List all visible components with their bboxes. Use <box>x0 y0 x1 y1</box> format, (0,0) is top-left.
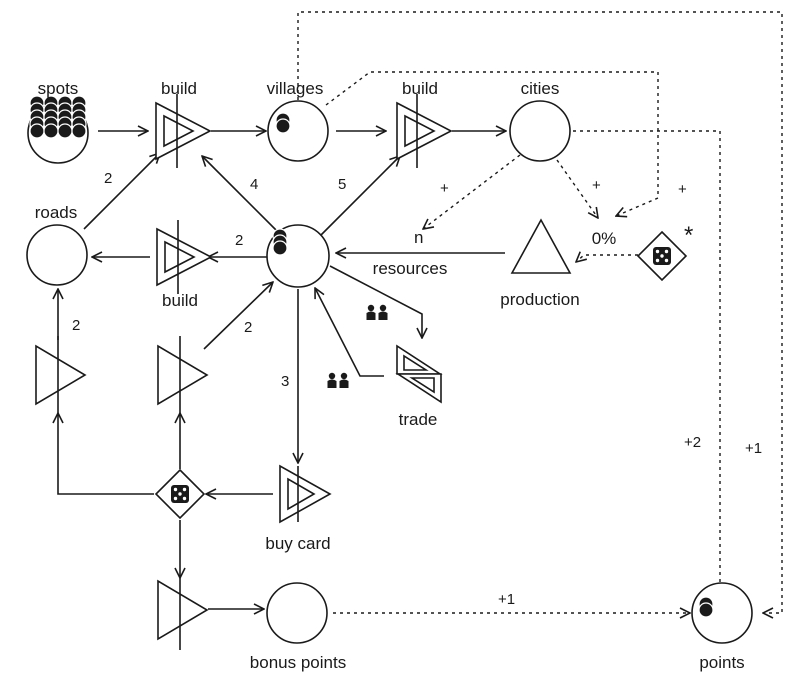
cities-label: cities <box>521 79 560 98</box>
production-label: production <box>500 290 579 309</box>
dashed-cities-percent <box>556 159 598 218</box>
dice-gate-center <box>154 468 206 520</box>
resources-pool <box>266 224 330 288</box>
dashed-cities-n <box>423 154 521 229</box>
buy-card-converter <box>279 464 332 524</box>
dashed-edges <box>297 11 783 613</box>
build-top-label: build <box>161 79 197 98</box>
roads-label: roads <box>35 203 78 222</box>
token-icon <box>698 596 714 618</box>
dice-icon <box>171 485 189 503</box>
dashed-villages-top <box>297 11 783 613</box>
production-source <box>510 218 572 274</box>
n-label: n <box>414 228 423 247</box>
asterisk-label: * <box>684 222 693 249</box>
buy-card-label: buy card <box>265 534 330 553</box>
edge-res-build-mid <box>319 156 400 237</box>
edge-res-build-top <box>202 156 281 235</box>
bonus-gate-converter <box>157 578 209 650</box>
trade-converter <box>395 344 443 404</box>
cities-pool <box>509 100 571 162</box>
build-road-converter <box>156 220 213 294</box>
resources-label: resources <box>373 259 448 278</box>
edge-converter-res <box>203 282 273 350</box>
edge-label-villages-points: +1 <box>745 440 762 457</box>
edge-label-gate-res: 2 <box>244 319 252 336</box>
edge-label-res-buy: 3 <box>281 373 289 390</box>
solid-edges <box>58 131 506 609</box>
build-top-converter <box>155 94 212 168</box>
edge-label-villages-plus: + <box>678 181 687 198</box>
players-icon <box>366 304 388 320</box>
bonus-points-label: bonus points <box>250 653 346 672</box>
dice-icon <box>653 247 671 265</box>
edge-res-trade <box>329 265 422 338</box>
spots-label: spots <box>38 79 79 98</box>
players-icon <box>327 372 349 388</box>
roads-pool <box>26 224 88 286</box>
edge-label-gate-roads: 2 <box>72 317 80 334</box>
token-stack-icon <box>272 228 288 256</box>
edge-label-res-build-mid: 5 <box>338 176 346 193</box>
edge-labels: 2 4 5 2 2 2 3 + + + +2 +1 +1 <box>72 170 762 608</box>
token-icon <box>275 112 291 134</box>
edge-label-cities-plus2: + <box>592 177 601 194</box>
edge-label-bonus-points: +1 <box>498 591 515 608</box>
edge-roads-build <box>83 153 160 230</box>
dashed-cities-points <box>573 130 720 596</box>
build-mid-converter <box>396 94 453 168</box>
villages-pool <box>267 100 329 162</box>
token-stack-icon <box>29 95 87 139</box>
dashed-dice-production <box>576 255 638 262</box>
spots-pool <box>27 95 89 164</box>
trade-label: trade <box>399 410 438 429</box>
node-labels: spots build villages build cities roads … <box>35 79 745 672</box>
edge-label-res-build-top: 4 <box>250 176 258 193</box>
dice-gate-right: * <box>636 222 693 282</box>
percent-label: 0% <box>592 229 617 248</box>
build-road-label: build <box>162 291 198 310</box>
build-mid-label: build <box>402 79 438 98</box>
points-label: points <box>699 653 744 672</box>
roads-gate-converter <box>35 336 87 413</box>
bonus-points-pool <box>266 582 328 644</box>
villages-label: villages <box>267 79 324 98</box>
edge-label-res-build-road: 2 <box>235 232 243 249</box>
resource-gate-converter <box>157 336 209 413</box>
edge-label-cities-points: +2 <box>684 434 701 451</box>
edge-label-cities-plus: + <box>440 180 449 197</box>
edge-label-roads-build: 2 <box>104 170 112 187</box>
points-pool <box>691 582 753 644</box>
edge-trade-res <box>315 288 384 377</box>
percent-gate: 0% <box>592 229 617 248</box>
dashed-villages-percent <box>325 71 659 216</box>
edge-gate-left <box>58 413 154 495</box>
